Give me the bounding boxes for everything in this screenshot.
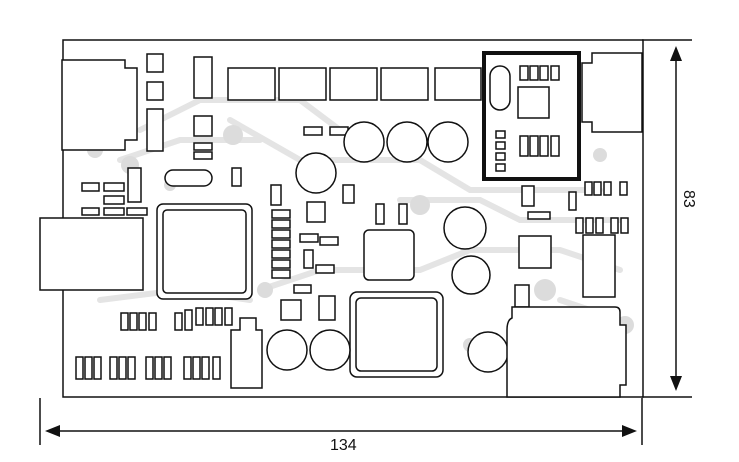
bottom-resistor-row [75,356,221,380]
left-connector [39,217,144,291]
height-dimension-label: 83 [680,190,697,208]
voltage-regulator [363,229,415,281]
width-dimension-label: 134 [330,437,357,454]
top-left-connector [61,59,138,151]
crystal-left [164,169,213,187]
bottom-right-connector [506,306,627,398]
dimension-lines [39,39,692,445]
bottom-left-connector [230,317,263,389]
top-right-connector [581,52,643,133]
components [39,51,643,398]
